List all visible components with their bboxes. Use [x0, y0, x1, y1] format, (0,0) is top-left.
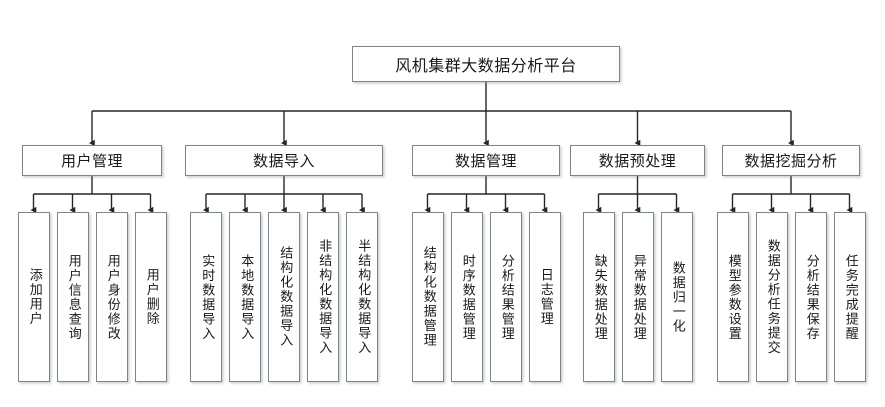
- node-leaf-label: 模型参数设置: [725, 253, 741, 341]
- node-leaf-label: 用户删除: [143, 268, 159, 326]
- node-leaf-n3-n0[interactable]: 缺失数据处理: [582, 212, 615, 382]
- node-category-n3[interactable]: 数据预处理: [570, 145, 705, 176]
- node-leaf-n1-n1[interactable]: 本地数据导入: [229, 212, 261, 382]
- node-leaf-label: 异常数据处理: [630, 253, 646, 341]
- node-leaf-n2-n2[interactable]: 分析结果管理: [489, 212, 522, 382]
- node-leaf-n1-n3[interactable]: 非结构化数据导入: [307, 212, 339, 382]
- node-leaf-n2-n3[interactable]: 日志管理: [528, 212, 561, 382]
- node-leaf-label: 实时数据导入: [199, 253, 215, 341]
- node-category-n2[interactable]: 数据管理: [412, 145, 560, 176]
- node-leaf-n1-n0[interactable]: 实时数据导入: [190, 212, 222, 382]
- node-leaf-n0-n2[interactable]: 用户身份修改: [95, 212, 128, 382]
- node-leaf-n3-n2[interactable]: 数据归一化: [660, 212, 693, 382]
- node-category-label: 用户管理: [60, 152, 123, 170]
- node-leaf-label: 时序数据管理: [459, 253, 475, 341]
- node-root[interactable]: 风机集群大数据分析平台: [352, 46, 620, 82]
- node-leaf-n4-n2[interactable]: 分析结果保存: [794, 212, 827, 382]
- node-leaf-n3-n1[interactable]: 异常数据处理: [621, 212, 654, 382]
- node-leaf-n2-n1[interactable]: 时序数据管理: [450, 212, 483, 382]
- node-category-label: 数据管理: [454, 152, 517, 170]
- node-category-label: 数据挖掘分析: [744, 152, 838, 170]
- node-leaf-label: 数据分析任务提交: [764, 239, 780, 355]
- node-category-n4[interactable]: 数据挖掘分析: [722, 145, 860, 176]
- node-category-label: 数据预处理: [598, 152, 677, 170]
- node-leaf-label: 缺失数据处理: [591, 253, 607, 341]
- node-leaf-label: 本地数据导入: [238, 253, 254, 341]
- node-category-label: 数据导入: [252, 152, 315, 170]
- node-leaf-n0-n0[interactable]: 添加用户: [17, 212, 50, 382]
- node-leaf-label: 半结构化数据导入: [355, 239, 371, 355]
- node-leaf-label: 用户身份修改: [104, 253, 120, 341]
- node-leaf-label: 结构化数据导入: [277, 246, 293, 348]
- node-leaf-label: 分析结果保存: [803, 253, 819, 341]
- node-leaf-label: 非结构化数据导入: [316, 239, 332, 355]
- node-leaf-n4-n0[interactable]: 模型参数设置: [716, 212, 749, 382]
- node-leaf-label: 添加用户: [26, 268, 42, 326]
- node-leaf-n1-n2[interactable]: 结构化数据导入: [268, 212, 300, 382]
- node-leaf-n0-n3[interactable]: 用户删除: [134, 212, 167, 382]
- node-leaf-label: 日志管理: [537, 268, 553, 326]
- node-leaf-label: 分析结果管理: [498, 253, 514, 341]
- node-leaf-label: 任务完成提醒: [842, 253, 858, 341]
- node-leaf-label: 结构化数据管理: [420, 246, 436, 348]
- node-leaf-n4-n3[interactable]: 任务完成提醒: [833, 212, 866, 382]
- node-leaf-label: 数据归一化: [669, 260, 685, 334]
- node-category-n0[interactable]: 用户管理: [22, 145, 162, 176]
- node-leaf-n1-n4[interactable]: 半结构化数据导入: [346, 212, 378, 382]
- node-leaf-n2-n0[interactable]: 结构化数据管理: [411, 212, 444, 382]
- node-leaf-n0-n1[interactable]: 用户信息查询: [56, 212, 89, 382]
- node-root-label: 风机集群大数据分析平台: [395, 56, 577, 75]
- node-leaf-label: 用户信息查询: [65, 253, 81, 341]
- node-category-n1[interactable]: 数据导入: [185, 145, 383, 176]
- node-leaf-n4-n1[interactable]: 数据分析任务提交: [755, 212, 788, 382]
